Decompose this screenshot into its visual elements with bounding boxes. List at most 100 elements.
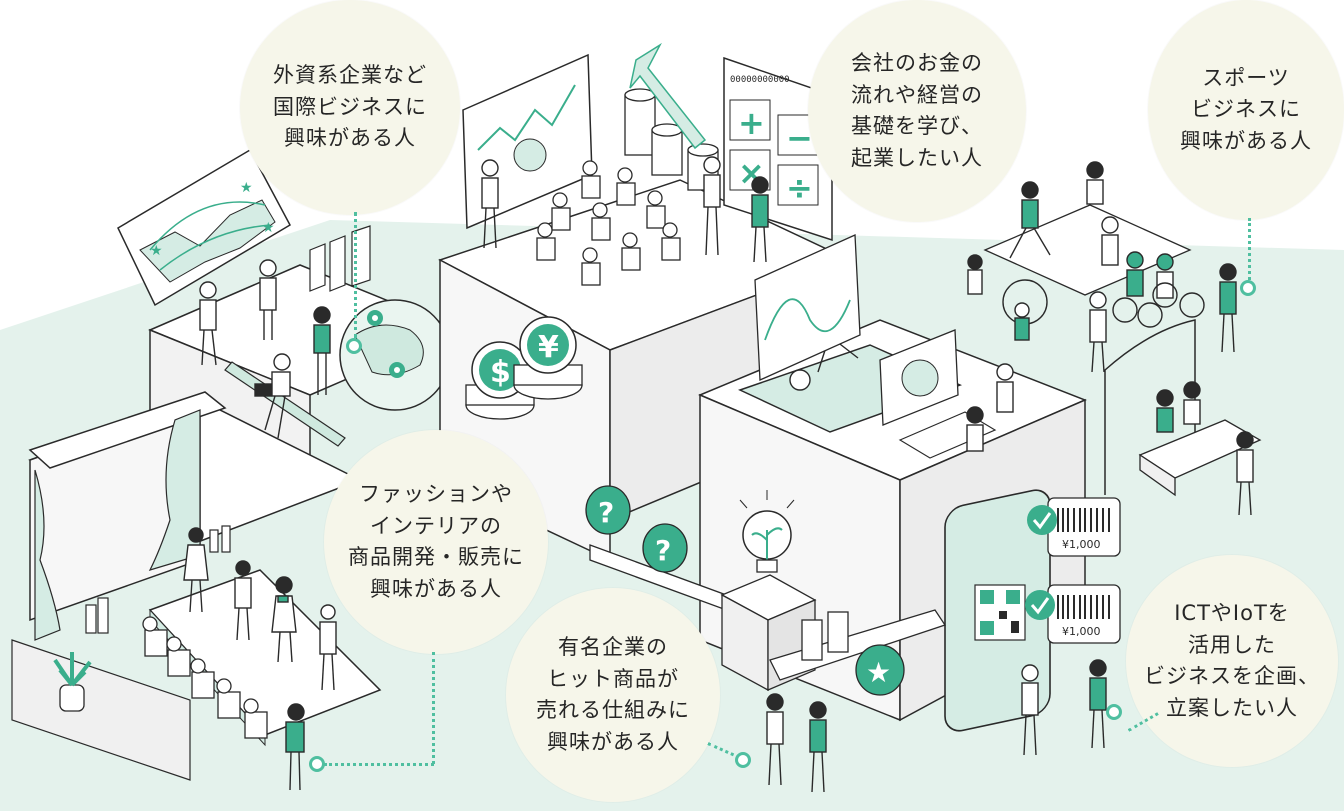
calculator-key-plus: + [738, 104, 765, 142]
map-star-icon: ★ [150, 243, 163, 259]
question-mark: ? [655, 534, 671, 567]
potted-plant-icon [53, 652, 92, 712]
person-presenter [199, 281, 217, 366]
bubble-line: 商品開発・販売に [348, 545, 524, 569]
model-4 [319, 604, 337, 691]
person-phone [1021, 664, 1039, 756]
price-tag-label: ¥1,000 [1062, 625, 1101, 638]
anchor-dot-sports [1240, 280, 1256, 296]
leader-fashion-vertical [432, 652, 435, 764]
bubble-line: 売れる仕組みに [536, 698, 690, 722]
person-photographer [285, 703, 305, 791]
dollar-symbol: $ [490, 355, 511, 390]
curtain-left [34, 469, 61, 641]
soccer-ball-icon [789, 369, 811, 391]
bubble-line: ファッションや [359, 482, 513, 506]
bubble-line: 起業したい人 [851, 145, 983, 170]
person-standing [259, 259, 277, 340]
keyboard [898, 411, 997, 459]
office-worker [966, 363, 1014, 452]
athletes [1009, 161, 1174, 299]
bicycles [1112, 282, 1205, 328]
check-circle-icon [1027, 505, 1057, 535]
calculator-key-divide: ÷ [786, 169, 813, 207]
teacher [481, 159, 499, 249]
lightbulb-icon [739, 490, 795, 573]
check-circle-icon [1025, 590, 1055, 620]
anchor-dot-international [346, 338, 362, 354]
bubble-line: 興味がある人 [547, 729, 679, 754]
question-sign: ? [642, 523, 688, 573]
person-lanyard [1219, 263, 1237, 353]
anchor-dot-ict [1106, 704, 1122, 720]
bubble-management: 会社のお金の 流れや経営の 基礎を学び、 起業したい人 [808, 0, 1026, 222]
bubble-ict: ICTやIoTを 活用した ビジネスを企画、 立案したい人 [1126, 555, 1338, 767]
bubble-line: 立案したい人 [1166, 695, 1298, 720]
person-calculator [703, 156, 769, 263]
coin-yen: ¥ [513, 316, 583, 400]
product-card [801, 611, 849, 661]
bubble-line: 興味がある人 [1180, 128, 1312, 153]
bubble-line: 流れや経営の [851, 82, 983, 107]
bubble-line: 興味がある人 [370, 576, 502, 601]
stage-canopy [28, 391, 227, 469]
leader-fashion-horizontal [324, 763, 434, 766]
map-pin-icon [389, 362, 405, 378]
audience-chairs [142, 616, 268, 739]
growth-arrow-icon [629, 42, 707, 150]
bubble-line: 国際ビジネスに [273, 94, 427, 119]
leader-sports [1248, 218, 1251, 280]
person-walking-woman [1236, 431, 1254, 516]
question-sign: ? [585, 485, 631, 535]
calculator-display: 00000000000 [730, 75, 790, 85]
qr-code-icon [974, 584, 1026, 641]
bubble-international: 外資系企業など 国際ビジネスに 興味がある人 [240, 0, 460, 215]
students [536, 160, 681, 286]
anchor-dot-fashion [309, 756, 325, 772]
receptionists [1156, 381, 1201, 433]
person-standing-2 [1089, 291, 1107, 373]
price-tag-label: ¥1,000 [1062, 538, 1101, 551]
map-star-icon: ★ [262, 220, 275, 236]
conveyor [769, 609, 947, 681]
question-mark: ? [598, 496, 614, 529]
analytics-screen [754, 234, 861, 381]
display-pedestals [85, 525, 231, 634]
star-icon: ★ [866, 656, 891, 689]
finish-gate [1104, 319, 1196, 495]
yen-symbol: ¥ [538, 330, 559, 365]
jump-rope-kids [967, 254, 1048, 341]
sports-mat [983, 204, 1192, 296]
coin-stack [624, 88, 719, 191]
bubble-line: 活用した [1188, 632, 1276, 657]
model-3 [271, 576, 297, 663]
bubble-line: ヒット商品が [547, 666, 679, 691]
stage-front-left [11, 639, 191, 781]
bubble-line: スポーツ [1202, 65, 1290, 90]
price-tag: ¥1,000 [1047, 497, 1121, 557]
model-2 [234, 560, 252, 641]
bubble-line: 外資系企業など [273, 63, 427, 88]
bubble-sports: スポーツ ビジネスに 興味がある人 [1148, 0, 1344, 220]
pencil [224, 361, 346, 447]
bubble-line: ビジネスを企画、 [1144, 664, 1320, 688]
person-laptop [254, 353, 291, 439]
person-phone-woman [1089, 659, 1107, 749]
bubble-line: インテリアの [370, 513, 502, 538]
bubble-line: 興味がある人 [284, 126, 416, 151]
price-tag: ¥1,000 [1047, 584, 1121, 644]
leader-international [354, 212, 357, 338]
bubble-hit-products: 有名企業の ヒット商品が 売れる仕組みに 興味がある人 [506, 588, 720, 802]
bubble-line: 有名企業の [558, 635, 668, 659]
anchor-dot-hit-products [735, 752, 751, 768]
map-star-icon: ★ [240, 180, 253, 196]
person-woman-green [313, 306, 331, 395]
map-pin-icon [367, 310, 383, 326]
model-1 [183, 527, 209, 613]
shoppers [766, 693, 827, 793]
star-sign: ★ [855, 644, 905, 696]
bubble-line: 会社のお金の [851, 51, 983, 75]
bubble-line: 基礎を学び、 [851, 114, 983, 138]
